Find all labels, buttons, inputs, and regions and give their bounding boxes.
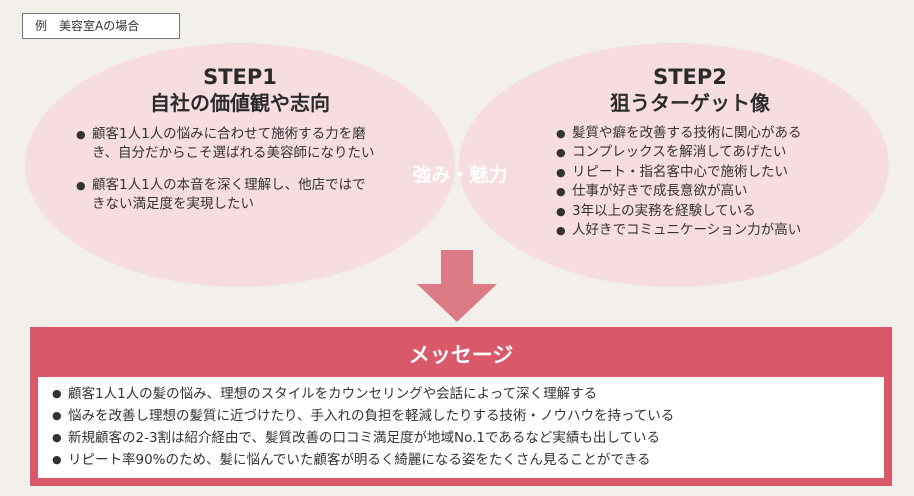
- step1-label: STEP1: [203, 65, 277, 89]
- list-item: 3年以上の実務を経験している: [556, 202, 856, 222]
- step2-title: STEP2 狙うターゲット像: [560, 64, 820, 117]
- step1-ellipse: [25, 43, 455, 287]
- list-item: リピート・指名客中心で施術したい: [556, 163, 856, 183]
- list-item: 髪質や癖を改善する技術に関心がある: [556, 124, 856, 144]
- overlap-label: 強み・魅力: [412, 164, 508, 186]
- message-content: 顧客1人1人の髪の悩み、理想のスタイルをカウンセリングや会話によって深く理解する…: [38, 377, 884, 478]
- list-item: 悩みを改善し理想の髪質に近づけたり、手入れの負担を軽減したりする技術・ノウハウを…: [52, 405, 872, 427]
- list-item: 顧客1人1人の本音を深く理解し、他店ではできない満足度を実現したい: [76, 176, 376, 214]
- step2-heading: 狙うターゲット像: [610, 91, 770, 115]
- step2-list: 髪質や癖を改善する技術に関心がある コンプレックスを解消してあげたい リピート・…: [556, 124, 856, 241]
- list-item: 人好きでコミュニケーション力が高い: [556, 221, 856, 241]
- message-title: メッセージ: [408, 343, 514, 367]
- message-box: メッセージ 顧客1人1人の髪の悩み、理想のスタイルをカウンセリングや会話によって…: [30, 327, 892, 486]
- message-list: 顧客1人1人の髪の悩み、理想のスタイルをカウンセリングや会話によって深く理解する…: [52, 383, 872, 471]
- list-item: 顧客1人1人の悩みに合わせて施術する力を磨き、自分だからこそ選ばれる美容師になり…: [76, 125, 376, 163]
- step1-heading: 自社の価値観や志向: [150, 91, 330, 115]
- list-item: コンプレックスを解消してあげたい: [556, 143, 856, 163]
- example-tag: 例 美容室Aの場合: [22, 13, 180, 39]
- list-item: リピート率90%のため、髪に悩んでいた顧客が明るく綺麗になる姿をたくさん見ること…: [52, 449, 872, 471]
- step2-label: STEP2: [653, 65, 727, 89]
- list-item: 新規顧客の2-3割は紹介経由で、髪質改善の口コミ満足度が地域No.1であるなど実…: [52, 427, 872, 449]
- down-arrow: [417, 250, 497, 322]
- step1-list: 顧客1人1人の悩みに合わせて施術する力を磨き、自分だからこそ選ばれる美容師になり…: [76, 125, 376, 227]
- step1-title: STEP1 自社の価値観や志向: [110, 64, 370, 117]
- list-item: 顧客1人1人の髪の悩み、理想のスタイルをカウンセリングや会話によって深く理解する: [52, 383, 872, 405]
- list-item: 仕事が好きで成長意欲が高い: [556, 182, 856, 202]
